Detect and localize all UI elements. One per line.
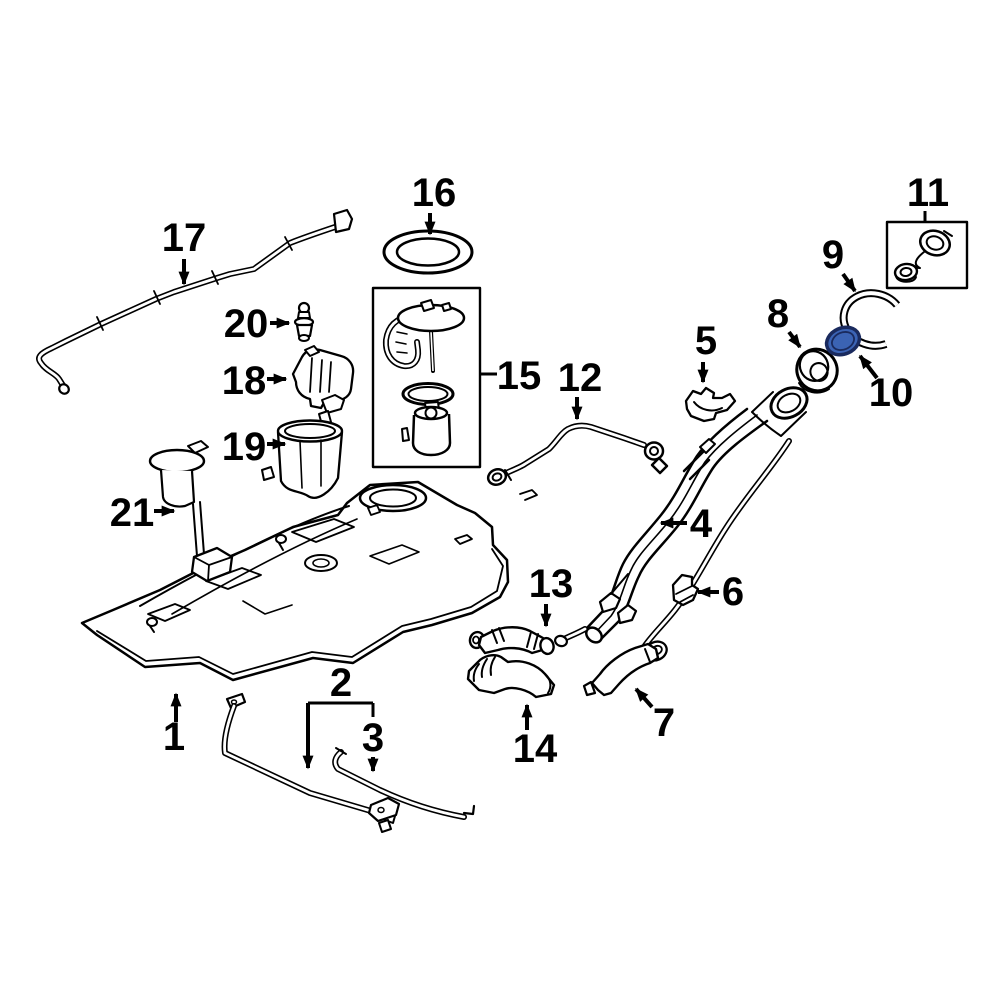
short-hose-part [468, 626, 555, 656]
filler-pipe-part [554, 386, 809, 650]
retainer-seal-part [795, 347, 839, 394]
evap-tube-part [36, 208, 354, 395]
tank-strap-right-part [332, 747, 476, 820]
callout-10: 10 [869, 371, 914, 415]
callout-13: 13 [529, 562, 574, 606]
callout-14: 14 [513, 727, 558, 771]
callout-6: 6 [722, 570, 744, 614]
callout-1: 1 [163, 715, 185, 759]
callout-21: 21 [110, 491, 155, 535]
clamp-bracket-part [684, 386, 737, 423]
callout-9: 9 [822, 233, 844, 277]
filler-hose-part [466, 654, 556, 699]
callout-7: 7 [653, 701, 675, 745]
callout-19: 19 [222, 425, 267, 469]
protector-cup-part [261, 410, 344, 499]
callout-3: 3 [362, 716, 384, 760]
breather-pipe-part [582, 640, 668, 697]
callout-labels: 1 2 3 4 5 6 7 8 9 10 11 12 13 14 15 16 1… [110, 171, 949, 771]
callout-arrows [154, 211, 927, 773]
callout-8: 8 [767, 292, 789, 336]
fuel-level-sender-part [148, 440, 234, 583]
callout-16: 16 [412, 171, 457, 215]
callout-17: 17 [162, 216, 207, 260]
snap-ring-part [839, 289, 901, 350]
callout-11: 11 [907, 171, 949, 215]
fuel-tube-part [486, 422, 669, 486]
highlighted-gasket-part [824, 325, 862, 357]
callout-18: 18 [222, 359, 267, 403]
callout-15: 15 [497, 354, 542, 398]
canister-part [291, 345, 355, 414]
callout-2: 2 [330, 661, 352, 705]
fuel-tank-part [80, 480, 538, 682]
callout-4: 4 [690, 502, 713, 546]
valve-part [293, 301, 315, 342]
callout-20: 20 [224, 302, 269, 346]
fuel-pump-module-box [371, 286, 482, 469]
fuel-cap-box [885, 220, 969, 290]
callout-12: 12 [558, 356, 603, 400]
lock-ring-part [382, 229, 474, 275]
tank-strap-left-part [221, 692, 401, 833]
callout-5: 5 [695, 319, 717, 363]
